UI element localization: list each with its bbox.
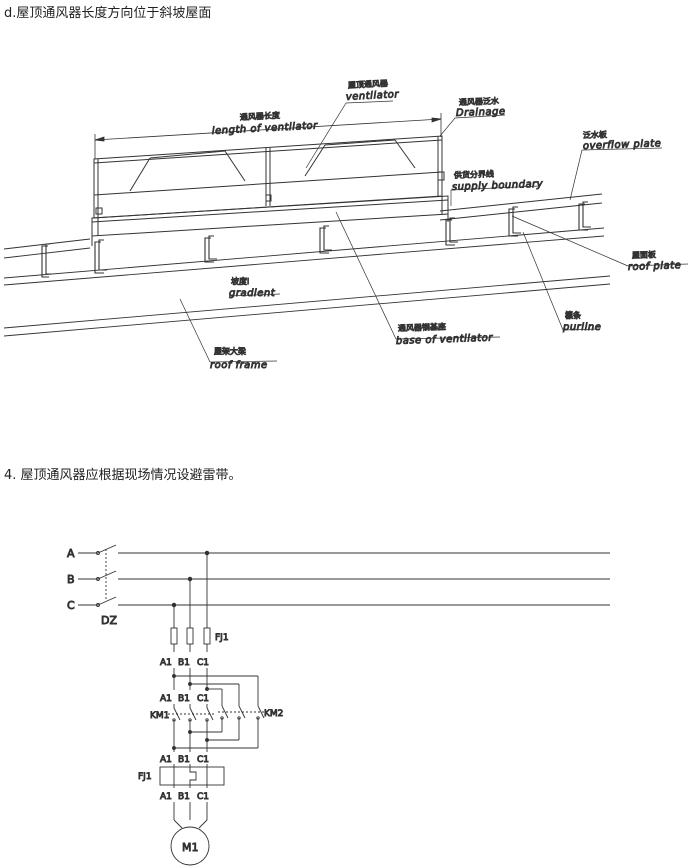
terminal-c1-row2: C1 xyxy=(197,694,209,704)
terminal-c1-row4: C1 xyxy=(197,792,209,802)
contactor-km2-contacts xyxy=(218,705,266,724)
roof-frame-lines xyxy=(3,275,611,337)
length-label-cn: 通风器长度 xyxy=(240,110,280,122)
supply-boundary-label-en: supply boundary xyxy=(452,179,544,193)
leader-lines xyxy=(179,100,689,363)
section-heading-wiring: 4. 屋顶通风器应根据现场情况设避雷带。 xyxy=(4,468,242,483)
drainage-label-en: Drainage xyxy=(456,106,506,119)
ventilator-label-cn: 屋顶通风器 xyxy=(348,78,388,90)
gradient-label-cn: 坡度i xyxy=(231,276,249,286)
terminal-c1-row1: C1 xyxy=(197,658,209,668)
contactor-label-km1: KM1 xyxy=(150,711,169,721)
roof-frame-label-cn: 屋架大梁 xyxy=(214,346,246,356)
base-label-cn: 通风器钢基座 xyxy=(398,321,446,333)
main-switch-dz xyxy=(96,544,117,607)
thermal-relay-label: FJ1 xyxy=(138,772,152,782)
terminal-a1-row1: A1 xyxy=(160,658,172,668)
gradient-label-en: gradient xyxy=(229,288,276,299)
drainage-label-cn: 通风器泛水 xyxy=(459,96,499,107)
phase-label-c: C xyxy=(67,599,75,612)
purline-label-cn: 檩条 xyxy=(565,310,581,320)
purline-sections xyxy=(41,201,591,278)
terminal-a1-row4: A1 xyxy=(160,792,172,802)
motor-m1 xyxy=(170,826,210,866)
terminal-b1-row1: B1 xyxy=(178,658,190,668)
roof-section-diagram: 屋顶通风器 ventilator 通风器长度 length of ventila… xyxy=(3,77,689,371)
ventilator-body xyxy=(93,135,445,219)
purline-label-en: purline xyxy=(562,322,601,333)
phase-label-b: B xyxy=(67,573,75,586)
terminal-a1-row2: A1 xyxy=(160,694,172,704)
motor-label: M1 xyxy=(182,841,199,854)
section-heading-roof: d.屋顶通风器长度方向位于斜坡屋面 xyxy=(4,6,212,21)
roof-frame-label-en: roof frame xyxy=(210,360,268,371)
terminal-b1-row4: B1 xyxy=(178,792,190,802)
contactor-km1-contacts xyxy=(168,704,216,752)
overflow-plate-label-cn: 泛水板 xyxy=(583,129,607,140)
base-label-en: base of ventilator xyxy=(396,333,494,347)
terminal-a1-row3: A1 xyxy=(160,755,172,765)
length-dimension xyxy=(94,113,442,159)
phase-label-a: A xyxy=(67,547,75,560)
reversing-cross-wiring xyxy=(174,675,259,749)
roof-plate-label-en: roof plate xyxy=(628,260,682,273)
thermal-relay-fj1 xyxy=(159,764,225,788)
switch-label-dz: DZ xyxy=(101,614,117,627)
roof-plate-label-cn: 屋面板 xyxy=(632,249,656,260)
phase-buses xyxy=(78,552,610,606)
terminal-b1-row3: B1 xyxy=(178,755,190,765)
ventilator-label-en: ventilator xyxy=(346,89,400,103)
terminal-b1-row2: B1 xyxy=(178,694,190,704)
overflow-plate-label-en: overflow plate xyxy=(583,138,662,152)
terminal-c1-row3: C1 xyxy=(197,755,209,765)
contactor-label-km2: KM2 xyxy=(264,709,283,719)
fuse-label: FJ1 xyxy=(215,633,229,643)
supply-boundary-label-cn: 供货分界线 xyxy=(454,169,494,180)
fuses-fj1 xyxy=(170,627,211,652)
